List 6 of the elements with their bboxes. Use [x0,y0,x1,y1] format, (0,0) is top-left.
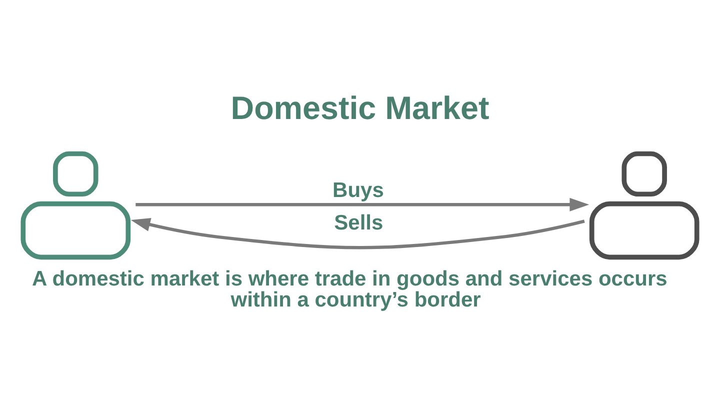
edge-label: Buys [332,178,384,202]
arrow [136,197,590,211]
arrow [130,217,585,249]
diagram-title: Domestic Market [230,90,490,126]
edge-label: Sells [334,211,384,234]
caption: A domestic market is where trade in goods and services occurs within a country’s border [32,266,668,311]
